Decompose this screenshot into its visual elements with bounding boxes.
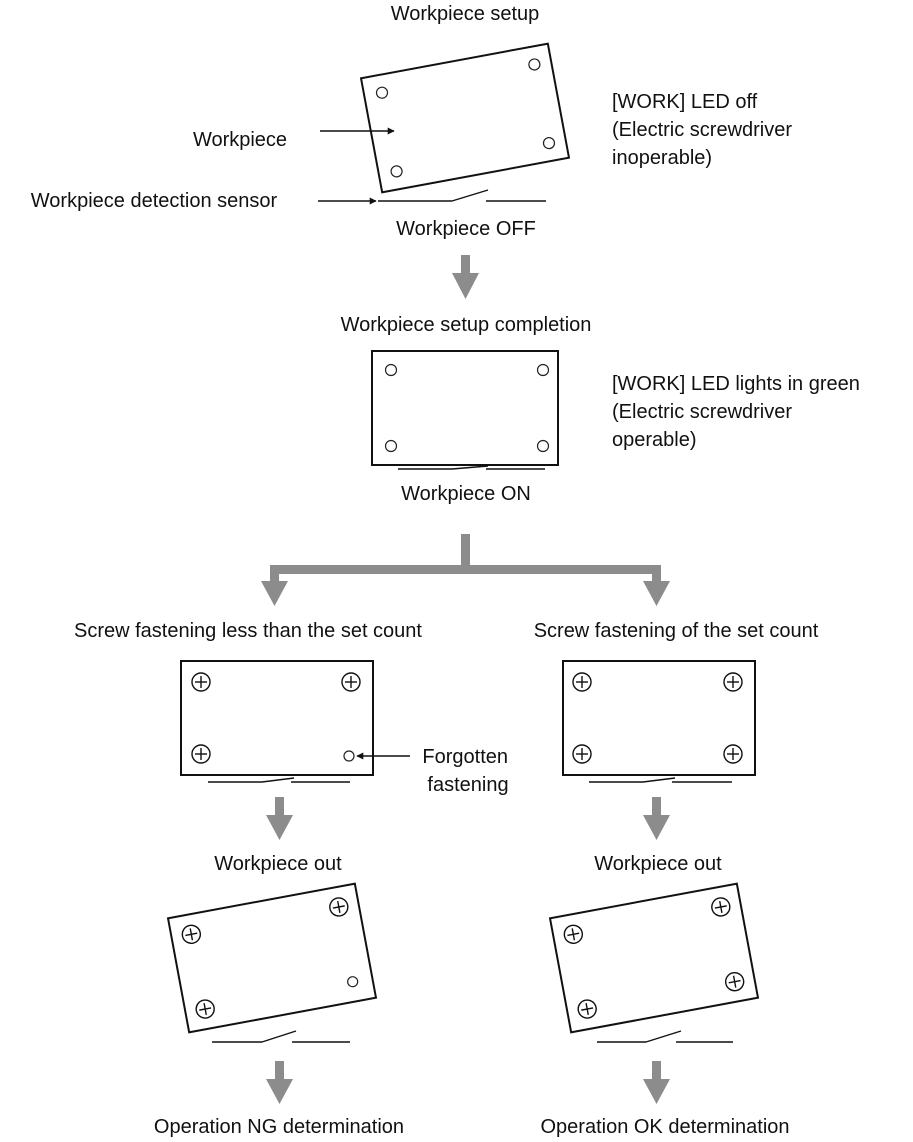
led-status-line: (Electric screwdriver (612, 401, 792, 423)
setup-title: Workpiece setup (391, 3, 540, 25)
left-fastened-board (180, 660, 374, 776)
screw-icon (563, 924, 584, 945)
led-status-green: [WORK] LED lights in green (Electric scr… (612, 373, 865, 451)
screw-icon (724, 971, 745, 992)
arrow-down-icon (452, 255, 479, 299)
left-branch-title: Screw fastening less than the set count (74, 620, 422, 642)
setup-state: Workpiece OFF (396, 218, 536, 240)
right-fastened-board (562, 660, 756, 776)
screw-icon (572, 672, 592, 692)
switch-icon (378, 189, 546, 202)
led-status-off: [WORK] LED off (Electric screwdriver ino… (612, 91, 798, 169)
workpiece-label: Workpiece (193, 129, 287, 151)
screw-icon (711, 897, 731, 917)
led-status-line: (Electric screwdriver (612, 119, 792, 141)
screw-icon (329, 897, 349, 917)
arrow-down-icon (643, 797, 670, 840)
screw-icon (341, 672, 361, 692)
screw-icon (723, 744, 743, 764)
setup-complete-state: Workpiece ON (401, 483, 531, 505)
right-branch-title: Screw fastening of the set count (534, 620, 819, 642)
sensor-label: Workpiece detection sensor (31, 190, 278, 212)
forgotten-fastening-label: Forgotten fastening (422, 746, 513, 796)
switch-icon (212, 1030, 350, 1043)
hole-icon (542, 137, 556, 150)
screw-icon (181, 924, 202, 945)
led-status-line: [WORK] LED lights in green (612, 373, 860, 395)
left-out-label: Workpiece out (214, 853, 342, 875)
arrow-down-icon (643, 1061, 670, 1104)
setup-complete-title: Workpiece setup completion (341, 314, 592, 336)
left-out-board (166, 882, 378, 1034)
hole-icon (536, 363, 550, 377)
screw-icon (572, 744, 592, 764)
screw-icon (191, 672, 211, 692)
workpiece-setup-board (359, 42, 571, 194)
operation-ng-result: Operation NG determination (154, 1116, 404, 1138)
forgotten-fastening-line: fastening (427, 774, 508, 796)
switch-icon (208, 777, 350, 783)
hole-icon (384, 439, 398, 453)
right-out-board (548, 882, 760, 1034)
led-status-line: inoperable) (612, 147, 712, 169)
switch-icon (597, 1030, 733, 1043)
screw-icon (723, 672, 743, 692)
led-status-line: [WORK] LED off (612, 91, 758, 113)
screw-icon (191, 744, 211, 764)
hole-icon (536, 439, 550, 453)
forgotten-fastening-line: Forgotten (422, 746, 508, 768)
operation-ok-result: Operation OK determination (540, 1116, 789, 1138)
hole-icon (390, 165, 403, 178)
arrow-down-icon (266, 1061, 293, 1104)
arrow-down-icon (266, 797, 293, 840)
led-status-line: operable) (612, 429, 697, 451)
hole-icon (343, 750, 355, 762)
branch-arrow (261, 534, 670, 606)
screw-icon (577, 999, 597, 1019)
workpiece-on-board (371, 350, 559, 466)
hole-icon (384, 363, 398, 377)
screw-icon (195, 999, 215, 1019)
switch-icon (398, 465, 545, 470)
hole-icon (528, 58, 541, 71)
hole-icon (347, 976, 359, 988)
hole-icon (375, 86, 389, 99)
switch-icon (589, 777, 732, 783)
right-out-label: Workpiece out (594, 853, 722, 875)
